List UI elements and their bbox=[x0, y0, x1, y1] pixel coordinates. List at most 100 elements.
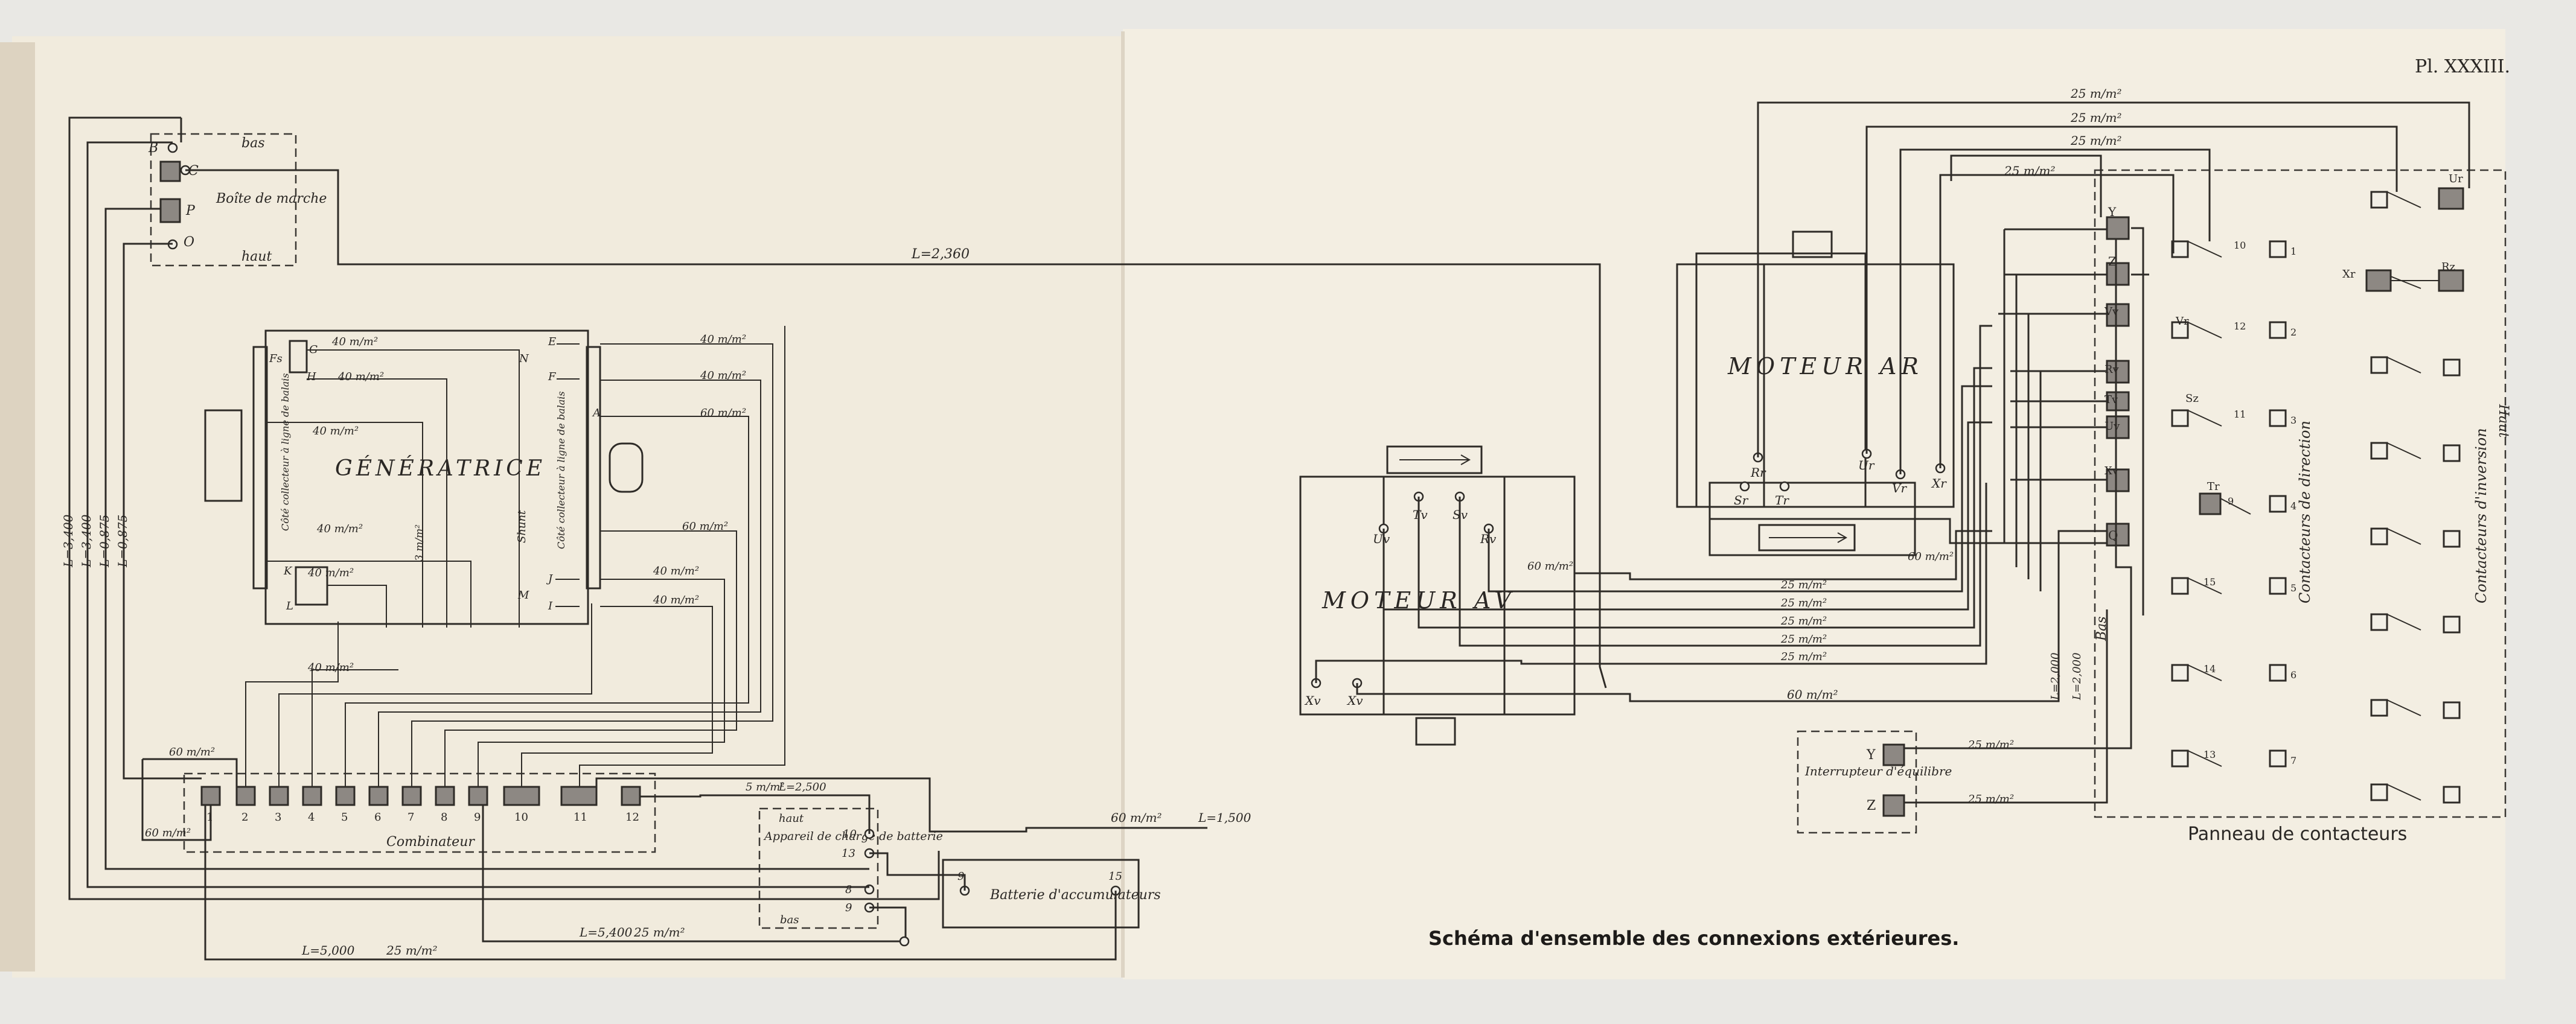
l5000-25: 25 m/m² bbox=[386, 943, 438, 958]
mar-tr: Tr bbox=[1775, 493, 1789, 507]
gen-h: H bbox=[306, 370, 316, 383]
charge-t9: 9 bbox=[845, 902, 852, 914]
l5000: L=5,000 bbox=[301, 943, 355, 958]
gen-a: A bbox=[592, 407, 601, 419]
charge-bas: bas bbox=[780, 914, 799, 926]
l-2360: L=2,360 bbox=[911, 247, 970, 262]
moteur-ar: MOTEUR AR Rr Sr Tr Ur Vr Xr bbox=[1676, 231, 1955, 556]
caption: Schéma d'ensemble des connexions extérie… bbox=[1428, 927, 1959, 950]
boite-de-marche: bas Boîte de marche haut B C P O bbox=[148, 133, 327, 267]
comb-60a: 60 m/m² bbox=[169, 746, 215, 758]
dir-sz: Sz bbox=[2185, 392, 2199, 405]
l-3400b: L=3,400 bbox=[79, 514, 94, 568]
wiring: L=3,400 L=3,400 L=0,875 L=0,875 L=2,360 … bbox=[61, 86, 2470, 961]
gen-out-60-a: 60 m/m² bbox=[700, 407, 746, 419]
pan-y: Y bbox=[2108, 205, 2117, 219]
dir-10: 10 bbox=[2234, 240, 2246, 251]
mav-60-bot: 60 m/m² bbox=[1787, 687, 1838, 702]
dir-7: 7 bbox=[2290, 755, 2296, 766]
l1500-60: 60 m/m² bbox=[1111, 810, 1162, 825]
interrupteur-title: Interrupteur d'équilibre bbox=[1804, 764, 1952, 778]
gen-out-40-a: 40 m/m² bbox=[700, 333, 746, 346]
gen-out-40-d: 40 m/m² bbox=[653, 594, 699, 606]
gen-j: J bbox=[546, 573, 554, 585]
dir-4: 4 bbox=[2290, 500, 2296, 512]
batterie-t9: 9 bbox=[957, 870, 964, 883]
mav-25a: 25 m/m² bbox=[1780, 579, 1827, 591]
mav-xv1: Xv bbox=[1304, 693, 1321, 708]
boite-bas-label: bas bbox=[241, 136, 265, 151]
int-25-z: 25 m/m² bbox=[1967, 793, 2014, 806]
pan-rv: Rv bbox=[2105, 363, 2120, 376]
pan-l2000a: L=2,000 bbox=[2049, 652, 2062, 701]
generatrice-title: GÉNÉRATRICE bbox=[335, 456, 546, 481]
mar-vr: Vr bbox=[1892, 481, 1907, 495]
mav-uv: Uv bbox=[1373, 532, 1390, 546]
generatrice-shunt: Shunt bbox=[516, 510, 528, 543]
l5400-25: 25 m/m² bbox=[633, 925, 685, 940]
inv-rz: Rz bbox=[2441, 261, 2455, 273]
dir-vr: Vr bbox=[2175, 315, 2189, 328]
panneau-direction: Contacteurs de direction bbox=[2296, 421, 2313, 603]
mav-25c: 25 m/m² bbox=[1780, 615, 1827, 628]
mar-60: 60 m/m² bbox=[1908, 550, 1954, 563]
comb-60b: 60 m/m² bbox=[145, 827, 191, 839]
dir-9: 9 bbox=[2228, 495, 2234, 507]
gen-e: E bbox=[548, 336, 556, 348]
batterie-t15: 15 bbox=[1108, 870, 1122, 883]
bat-l2500: L=2,500 bbox=[778, 781, 826, 793]
dir-15: 15 bbox=[2204, 576, 2216, 588]
left-page bbox=[12, 36, 1123, 978]
pan-z: Z bbox=[2108, 254, 2117, 269]
mar-25d: 25 m/m² bbox=[2004, 164, 2056, 178]
gen-l: L bbox=[286, 600, 293, 612]
mar-rr: Rr bbox=[1750, 465, 1766, 480]
batterie-title: Batterie d'accumulateurs bbox=[989, 888, 1161, 903]
mav-xv2: Xv bbox=[1346, 693, 1363, 708]
comb-8: 8 bbox=[441, 811, 447, 824]
moteur-ar-title: MOTEUR AR bbox=[1727, 353, 1923, 380]
mav-25e: 25 m/m² bbox=[1780, 650, 1827, 663]
boite-haut-label: haut bbox=[241, 249, 272, 264]
boite-o: O bbox=[184, 235, 194, 250]
gen-k: K bbox=[283, 565, 293, 577]
gen-f: F bbox=[548, 370, 557, 383]
comb-6: 6 bbox=[374, 811, 381, 824]
gen-40-e: 40 m/m² bbox=[307, 567, 354, 579]
panneau-title: Panneau de contacteurs bbox=[2188, 824, 2407, 845]
mav-60: 60 m/m² bbox=[1527, 560, 1573, 573]
charge-title: Appareil de charge de batterie bbox=[763, 830, 943, 843]
boite-title: Boîte de marche bbox=[216, 191, 327, 206]
mar-sr: Sr bbox=[1734, 493, 1749, 507]
mav-25d: 25 m/m² bbox=[1780, 633, 1827, 646]
inv-xr: Xr bbox=[2342, 268, 2356, 281]
gen-40-f: 40 m/m² bbox=[307, 661, 354, 674]
gen-40-d: 40 m/m² bbox=[316, 523, 363, 535]
dir-12: 12 bbox=[2234, 320, 2246, 332]
gen-i: I bbox=[548, 600, 553, 612]
generatrice-left-side: Côté collecteur à ligne de balais bbox=[280, 373, 291, 531]
bat-5mm: 5 m/m² bbox=[746, 781, 785, 793]
pan-l2000b: L=2,000 bbox=[2071, 652, 2083, 701]
gen-out-40-b: 40 m/m² bbox=[700, 369, 746, 382]
comb-4: 4 bbox=[308, 811, 315, 824]
l-0875a: L=0,875 bbox=[97, 515, 112, 568]
mar-xr: Xr bbox=[1931, 476, 1947, 491]
comb-2: 2 bbox=[241, 811, 248, 824]
dir-2: 2 bbox=[2290, 326, 2296, 338]
l-3400a: L=3,400 bbox=[61, 514, 75, 568]
mav-25b: 25 m/m² bbox=[1780, 597, 1827, 609]
boite-b: B bbox=[148, 141, 158, 156]
gen-40-b: 40 m/m² bbox=[337, 370, 384, 383]
mar-ur: Ur bbox=[1858, 458, 1875, 472]
charge-haut: haut bbox=[779, 812, 804, 825]
gen-n: N bbox=[519, 352, 529, 365]
comb-12: 12 bbox=[625, 811, 639, 824]
charge-t13: 13 bbox=[842, 847, 855, 860]
comb-7: 7 bbox=[407, 811, 414, 824]
charge-t10: 10 bbox=[843, 828, 857, 841]
generatrice-s3: 3 m/m² bbox=[414, 524, 426, 561]
dir-1: 1 bbox=[2290, 246, 2296, 257]
mar-25c: 25 m/m² bbox=[2070, 133, 2122, 148]
